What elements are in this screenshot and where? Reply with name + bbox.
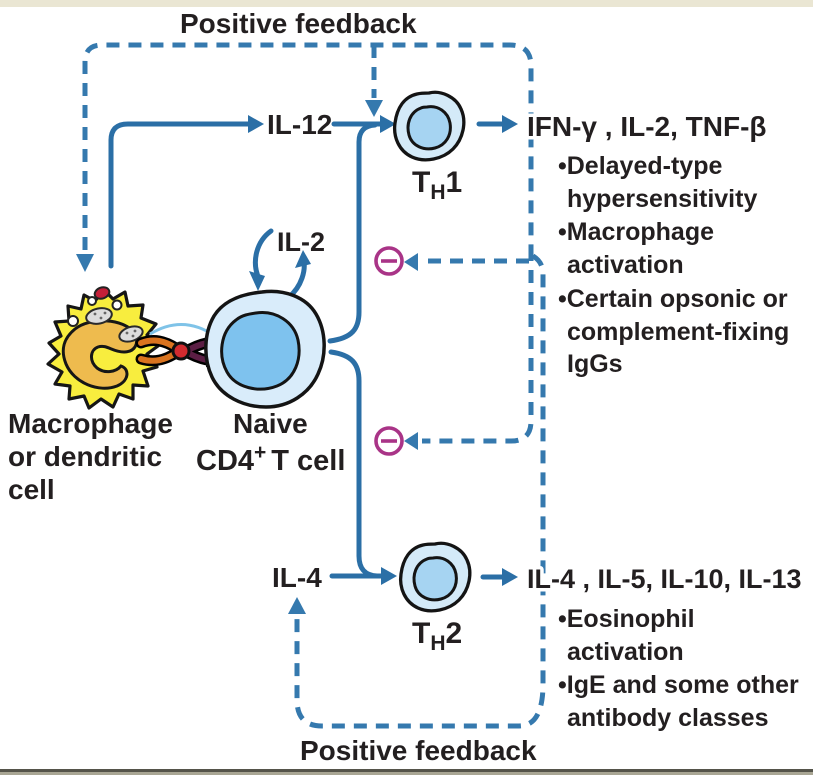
list-item: antibody classes: [567, 704, 768, 732]
th1-products-heading: IFN-γ , IL-2, TNF-β: [527, 111, 767, 142]
list-item: •Delayed-type: [558, 152, 722, 180]
list-item: activation: [567, 251, 684, 279]
arrowhead-th1-products-icon: [502, 115, 518, 133]
minus-inhibition-upper-icon: [374, 246, 404, 276]
macrophage-vesicle: [111, 299, 123, 311]
granule-stipple: [93, 311, 137, 338]
list-item: •IgE and some other: [558, 671, 799, 699]
page-top-border: [0, 0, 813, 7]
naive-label-line1: Naive: [233, 408, 308, 439]
dashed-feedback-lines: [82, 42, 546, 729]
top-positive-feedback-label: Positive feedback: [180, 8, 417, 39]
minus-inhibition-lower-icon: [374, 426, 404, 456]
th1-effects-list: •Delayed-type hypersensitivity •Macropha…: [558, 152, 789, 378]
macrophage-label-line3: cell: [8, 474, 55, 505]
naive-branch-up-path: [327, 122, 378, 344]
inhibition-symbols: [374, 246, 404, 456]
il4-label: IL-4: [272, 562, 322, 593]
th2-label-sub: H: [430, 632, 445, 655]
macrophage-granule: [118, 325, 144, 343]
th1-cell-nucleus: [406, 105, 452, 151]
th2-cell-nucleus: [412, 556, 458, 602]
macrophage-red-inclusion: [93, 286, 111, 300]
naive-cell-nucleus: [220, 311, 301, 391]
arrowhead-into-th1-icon: [380, 115, 396, 133]
th1-label-T: T: [412, 166, 430, 199]
bottom-positive-feedback-label: Positive feedback: [300, 735, 537, 766]
arrowhead-il2-down-icon: [249, 271, 265, 291]
arrowhead-to-il4-icon: [288, 597, 306, 614]
th2-label-T: T: [412, 617, 430, 650]
il12-label: IL-12: [267, 109, 332, 140]
page-bottom-border: [0, 772, 813, 775]
naive-label-line2: CD4+T cell: [196, 441, 345, 477]
naive-cd4-tcell-icon: [204, 289, 326, 409]
arrowhead-into-th2-icon: [381, 567, 397, 585]
bottom-positive-feedback-loop-path: [294, 253, 546, 729]
arrowhead-to-th1-junction-icon: [365, 100, 383, 117]
list-item: •Eosinophil: [558, 605, 695, 633]
th2-effects-list: •Eosinophil activation •IgE and some oth…: [558, 605, 799, 732]
page-bottom-rule: [0, 769, 813, 772]
il2-label: IL-2: [277, 227, 325, 257]
solid-signal-lines: [108, 121, 505, 580]
arrowhead-to-upper-minus-icon: [404, 253, 418, 271]
list-item: •Certain opsonic or: [558, 285, 788, 313]
th1-cell-icon: [392, 90, 466, 162]
macrophage-vesicle: [87, 296, 97, 306]
list-item: complement-fixing: [567, 318, 789, 346]
macrophage-label-line2: or dendritic: [8, 441, 162, 472]
th2-products-heading: IL-4 , IL-5, IL-10, IL-13: [527, 564, 802, 594]
th2-label-num: 2: [446, 617, 463, 650]
apc-to-il12-path: [108, 121, 251, 269]
inhibition-branch-lower-path: [422, 248, 534, 444]
naive-cd4-label: Naive CD4+T cell: [196, 408, 345, 477]
arrowhead-to-lower-minus-icon: [404, 432, 418, 450]
th1-cell-label: TH1: [412, 166, 462, 204]
th1-label-sub: H: [430, 181, 445, 204]
tcell-text: T cell: [271, 445, 345, 477]
list-item: •Macrophage: [558, 218, 714, 246]
list-item: hypersensitivity: [567, 185, 757, 213]
cd4-text: CD4: [196, 445, 254, 477]
list-item: IgGs: [567, 350, 623, 378]
macrophage-cell-icon: [46, 286, 160, 410]
th2-cell-icon: [398, 541, 472, 613]
top-positive-feedback-loop-path: [82, 42, 534, 250]
list-item: activation: [567, 638, 684, 666]
macrophage-label: Macrophage or dendritic cell: [8, 408, 173, 505]
dashed-arrowheads: [76, 100, 418, 614]
arrowhead-to-macrophage-icon: [76, 254, 94, 272]
macrophage-vesicle: [67, 315, 79, 327]
th2-cell-label: TH2: [412, 617, 462, 655]
macrophage-label-line1: Macrophage: [8, 408, 173, 439]
antigen-icon: [171, 341, 191, 361]
arrowhead-il2-up-icon: [295, 250, 311, 268]
arrowhead-th2-products-icon: [502, 568, 518, 586]
arrowhead-into-il12-icon: [248, 115, 264, 133]
solid-arrowheads: [248, 115, 518, 586]
cd4-plus-superscript: +: [254, 441, 266, 464]
th1-label-num: 1: [446, 166, 463, 199]
